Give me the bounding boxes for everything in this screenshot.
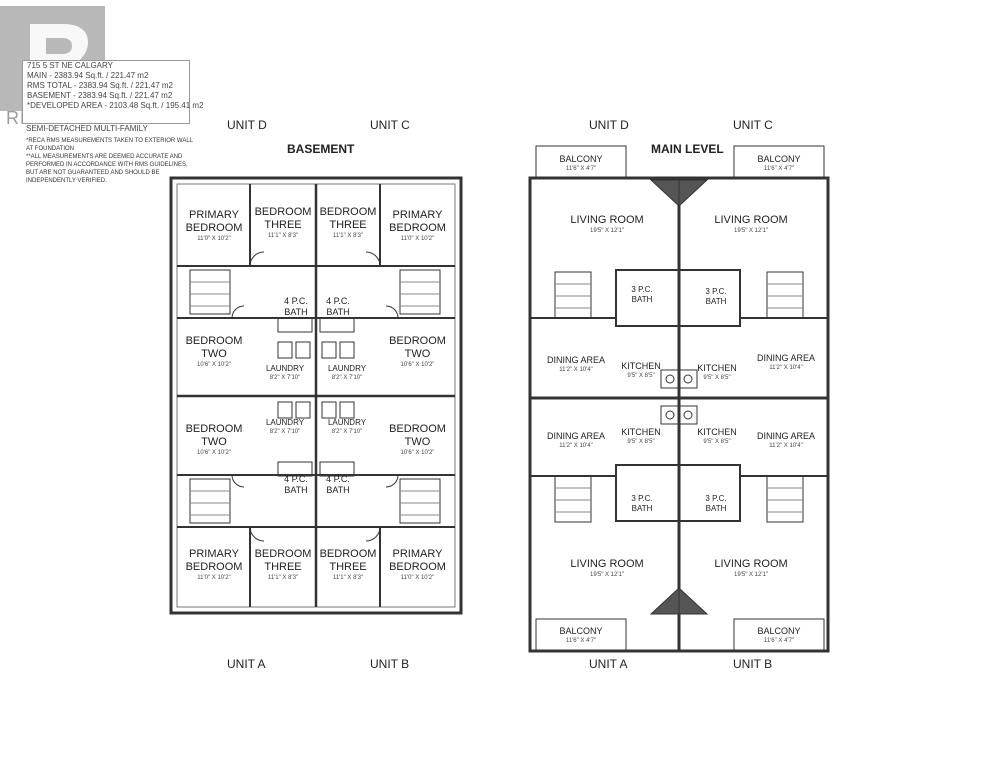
measurement-notes: *RECA RMS MEASUREMENTS TAKEN TO EXTERIOR… <box>26 137 193 185</box>
address-text: 715 5 ST NE CALGARY <box>27 61 113 70</box>
property-info-box: 715 5 ST NE CALGARY MAIN - 2383.94 Sq.ft… <box>22 60 204 124</box>
room-label: 3 P.C. BATH <box>631 285 653 304</box>
basement-area-text: BASEMENT - 2383.94 Sq.ft. / 221.47 m2 <box>27 91 173 100</box>
note-line: *RECA RMS MEASUREMENTS TAKEN TO EXTERIOR… <box>26 138 194 144</box>
rms-total-text: RMS TOTAL - 2383.94 Sq.ft. / 221.47 m2 <box>27 81 173 90</box>
basement-unit-b: UNIT B <box>370 657 410 671</box>
room-label: 4 P.C. BATH <box>326 474 350 495</box>
property-type-text: SEMI-DETACHED MULTI-FAMILY <box>26 124 148 133</box>
room-label: 3 P.C. BATH <box>705 287 727 306</box>
basement-title: BASEMENT <box>287 142 355 156</box>
basement-unit-c: UNIT C <box>370 118 410 132</box>
room-label: 3 P.C. BATH <box>631 494 653 513</box>
main-unit-c: UNIT C <box>733 118 773 132</box>
note-line: **ALL MEASUREMENTS ARE DEEMED ACCURATE A… <box>26 154 183 160</box>
room-label: 3 P.C. BATH <box>705 494 727 513</box>
main-unit-d: UNIT D <box>589 118 629 132</box>
main-level-title: MAIN LEVEL <box>651 142 724 156</box>
note-line: BUT ARE NOT GUARANTEED AND SHOULD BE <box>26 170 160 176</box>
room-label: 4 P.C. BATH <box>284 296 308 317</box>
note-line: PERFORMED IN ACCORDANCE WITH RMS GUIDELI… <box>26 162 188 168</box>
note-line: AT FOUNDATION <box>26 146 74 152</box>
main-unit-a: UNIT A <box>589 657 628 671</box>
main-area-text: MAIN - 2383.94 Sq.ft. / 221.47 m2 <box>27 71 149 80</box>
basement-unit-a: UNIT A <box>227 657 266 671</box>
developed-area-text: *DEVELOPED AREA - 2103.48 Sq.ft. / 195.4… <box>27 101 204 110</box>
note-line: INDEPENDENTLY VERIFIED. <box>26 178 107 184</box>
room-label: 4 P.C. BATH <box>284 474 308 495</box>
room-label: 4 P.C. BATH <box>326 296 350 317</box>
main-unit-b: UNIT B <box>733 657 773 671</box>
basement-unit-d: UNIT D <box>227 118 267 132</box>
